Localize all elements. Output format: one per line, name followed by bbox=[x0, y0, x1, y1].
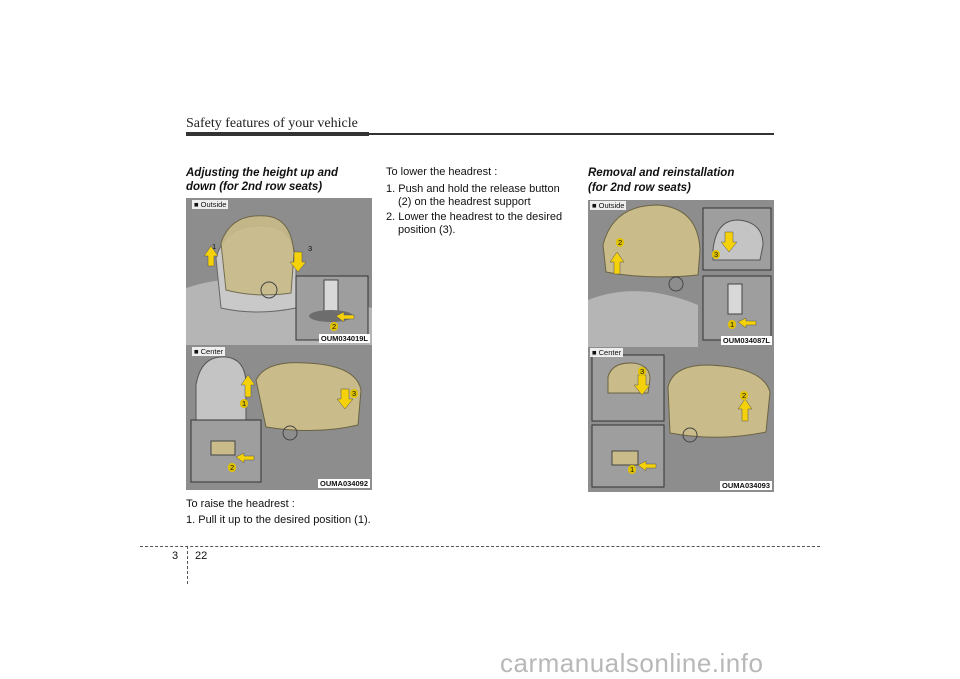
footer-rule bbox=[140, 546, 820, 547]
page-number: 22 bbox=[195, 550, 208, 562]
seat-illustration bbox=[186, 345, 372, 490]
adjust-height-heading: Adjusting the height up and down (for 2n… bbox=[186, 167, 339, 193]
removal-heading-line-1: Removal and reinstallation bbox=[588, 167, 735, 179]
label-2: 2 bbox=[330, 322, 339, 331]
figure-code: OUM034019L bbox=[318, 334, 370, 343]
label-1: 1 bbox=[212, 242, 217, 251]
center-tag: ■ Center bbox=[192, 347, 226, 356]
label-3: 3 bbox=[350, 389, 359, 398]
figure-outside-removal: ■ Outside 2 3 1 OUM034087L bbox=[588, 200, 774, 347]
figure-code: OUM034087L bbox=[720, 336, 772, 345]
watermark: carmanualsonline.info bbox=[500, 648, 764, 678]
figure-center-adjust: ■ Center 1 3 2 OUMA034092 bbox=[186, 345, 372, 490]
lower-step-2-line-2: position (3). bbox=[398, 224, 456, 236]
figure-code: OUMA034093 bbox=[720, 481, 772, 490]
label-2: 2 bbox=[616, 238, 625, 247]
label-2: 2 bbox=[740, 391, 749, 400]
label-3: 3 bbox=[308, 244, 313, 253]
lower-step-1-line-1: 1. Push and hold the release button bbox=[386, 183, 560, 195]
label-2: 2 bbox=[228, 463, 237, 472]
label-1: 1 bbox=[240, 399, 249, 408]
header-rule bbox=[186, 133, 774, 135]
label-1: 1 bbox=[728, 320, 737, 329]
label-3: 3 bbox=[638, 367, 647, 376]
center-tag: ■ Center bbox=[590, 348, 624, 357]
figure-outside-adjust: ■ Outside 1 3 2 OUM034019L bbox=[186, 198, 372, 345]
footer-divider bbox=[187, 546, 188, 584]
label-1: 1 bbox=[628, 465, 637, 474]
lower-step-1-line-2: (2) on the headrest support bbox=[398, 196, 531, 208]
section-header: Safety features of your vehicle bbox=[186, 116, 358, 131]
outside-tag: ■ Outside bbox=[590, 201, 627, 210]
removal-heading-line-2: (for 2nd row seats) bbox=[588, 182, 691, 194]
outside-tag: ■ Outside bbox=[192, 200, 229, 209]
label-3: 3 bbox=[712, 250, 721, 259]
raise-step-1: 1. Pull it up to the desired position (1… bbox=[186, 514, 371, 526]
seat-illustration bbox=[588, 200, 774, 347]
seat-illustration bbox=[588, 347, 774, 492]
lower-label: To lower the headrest : bbox=[386, 166, 498, 178]
figure-center-removal: ■ Center 3 2 1 OUMA034093 bbox=[588, 347, 774, 492]
lower-step-2-line-1: 2. Lower the headrest to the desired bbox=[386, 211, 563, 223]
header-rule-accent bbox=[186, 132, 369, 136]
seat-illustration bbox=[186, 198, 372, 345]
figure-code: OUMA034092 bbox=[318, 479, 370, 488]
raise-label: To raise the headrest : bbox=[186, 498, 295, 510]
chapter-number: 3 bbox=[172, 550, 179, 562]
